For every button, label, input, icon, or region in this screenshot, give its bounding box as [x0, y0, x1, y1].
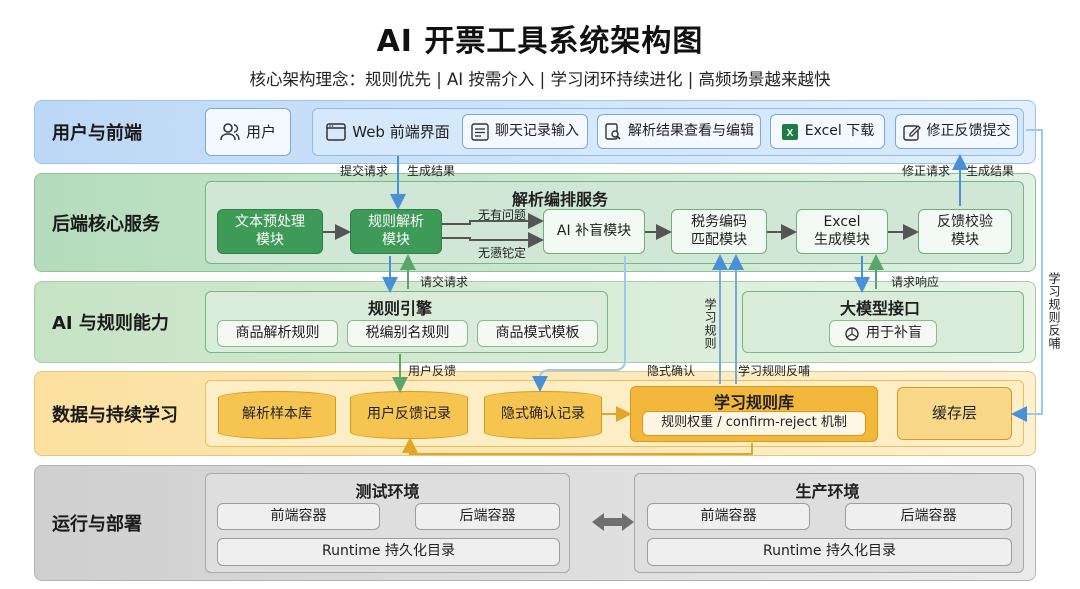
module-feedback-check: 反馈校验 模块 — [918, 209, 1012, 254]
openai-icon — [844, 326, 860, 342]
note-result: 生成结果 — [407, 164, 456, 178]
svg-text:X: X — [786, 128, 793, 139]
test-env-title: 测试环境 — [355, 482, 420, 501]
feedback-store: 用户反馈记录 — [350, 391, 468, 439]
user-label: 用户 — [245, 122, 276, 141]
chat-input-label: 聊天记录输入 — [495, 122, 579, 139]
rule-product-parse: 商品解析规则 — [217, 320, 338, 347]
module-rule-parse: 规则解析 模块 — [350, 209, 442, 254]
layer-label-frontend: 用户与前端 — [52, 123, 142, 144]
page-subtitle: 核心架构理念：规则优先 | AI 按需介入 | 学习闭环持续进化 | 高频场景越… — [249, 70, 831, 89]
page-title: AI 开票工具系统架构图 — [376, 24, 704, 59]
chat-icon — [471, 122, 489, 141]
llm-fill-box: 用于补盲 — [829, 320, 937, 347]
note-user-feedback: 用户反馈 — [408, 364, 457, 378]
layer-label-data: 数据与持续学习 — [52, 405, 178, 426]
excel-download-box[interactable]: X Excel 下载 — [770, 114, 885, 149]
rule-engine-title: 规则引擎 — [367, 299, 432, 318]
prod-runtime-dir: Runtime 持久化目录 — [647, 538, 1012, 566]
result-edit-label: 解析结果查看与编辑 — [628, 122, 754, 139]
implicit-store: 隐式确认记录 — [484, 391, 602, 439]
prod-back-container: 后端容器 — [845, 503, 1012, 530]
layer-label-ai: AI 与规则能力 — [52, 313, 169, 334]
user-box: 用户 — [205, 108, 291, 156]
llm-fill-label: 用于补盲 — [866, 324, 922, 341]
feedback-submit-label: 修正反馈提交 — [926, 122, 1011, 139]
note-request-response: 请求响应 — [891, 275, 940, 289]
module-tax-code: 税务编码 匹配模块 — [671, 209, 767, 254]
edit-icon — [902, 123, 921, 141]
note-learn-rule: 学习规则 — [703, 298, 717, 350]
prod-front-container: 前端容器 — [647, 503, 810, 530]
chat-input-box[interactable]: 聊天记录输入 — [462, 114, 588, 149]
test-back-container: 后端容器 — [415, 503, 560, 530]
layer-label-deploy: 运行与部署 — [52, 514, 142, 535]
excel-icon: X — [781, 123, 799, 141]
document-search-icon — [604, 122, 622, 141]
note-result-right: 生成结果 — [966, 164, 1015, 178]
note-implicit: 隐式确认 — [647, 364, 696, 378]
module-ai-fill: AI 补盲模块 — [543, 209, 645, 254]
result-edit-box[interactable]: 解析结果查看与编辑 — [597, 114, 761, 149]
web-frontend-label: Web 前端界面 — [352, 122, 450, 141]
branch-label-lower: 无懑铊定 — [478, 246, 527, 260]
orchestration-title: 解析编排服务 — [511, 190, 608, 209]
web-frontend-label-box: Web 前端界面 — [318, 113, 458, 151]
learn-rule-title: 学习规则库 — [713, 393, 794, 412]
layer-label-backend: 后端核心服务 — [52, 214, 160, 235]
prod-env-title: 生产环境 — [795, 482, 860, 501]
branch-label-upper: 无有问题 — [478, 208, 527, 222]
rule-tax-alias: 税编别名规则 — [347, 320, 468, 347]
note-fix-request: 修正请求 — [902, 164, 951, 178]
module-excel-gen: Excel 生成模块 — [796, 209, 888, 254]
user-icon — [220, 122, 240, 142]
feedback-submit-box[interactable]: 修正反馈提交 — [895, 114, 1018, 149]
test-front-container: 前端容器 — [217, 503, 380, 530]
llm-title: 大模型接口 — [839, 299, 920, 318]
excel-download-label: Excel 下载 — [804, 122, 875, 139]
browser-icon — [326, 123, 346, 141]
note-submit: 提交请求 — [340, 164, 389, 178]
test-runtime-dir: Runtime 持久化目录 — [217, 538, 560, 566]
module-preprocess: 文本预处理 模块 — [217, 209, 323, 254]
note-learn-rule-feedback: 学习规则反哺 — [1047, 272, 1061, 350]
rule-product-template: 商品模式模板 — [477, 320, 598, 347]
cache-layer: 缓存层 — [897, 387, 1012, 440]
note-learn-feedback: 学习规则反哺 — [738, 364, 811, 378]
note-request: 请交请求 — [420, 275, 469, 289]
sample-store: 解析样本库 — [218, 391, 336, 439]
learn-rule-item: 规则权重 / confirm-reject 机制 — [642, 411, 866, 436]
